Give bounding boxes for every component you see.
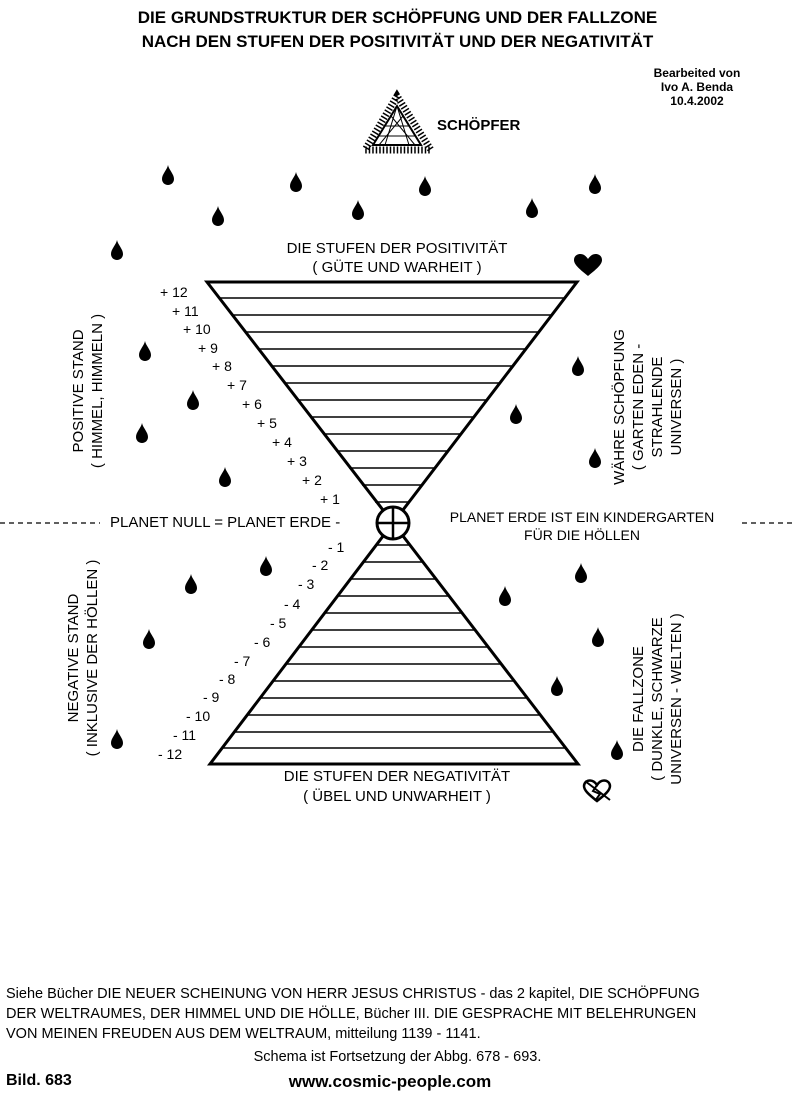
flame-drop-icon <box>575 563 587 583</box>
negativity-heading: DIE STUFEN DER NEGATIVITÄT <box>283 768 511 785</box>
level-label-minus-8: - 8 <box>219 671 236 687</box>
negative-stand-label: NEGATIVE STAND ( INKLUSIVE DER HÖLLEN ) <box>64 548 106 768</box>
level-label-plus-9: + 9 <box>198 340 218 356</box>
flame-drop-icon <box>290 172 302 192</box>
credit-author: Ivo A. Benda <box>660 80 734 94</box>
level-label-minus-9: - 9 <box>203 689 220 705</box>
flame-drop-icon <box>592 627 604 647</box>
true-creation-label: WÄHRE SCHÖPFUNG ( GARTEN EDEN - STRAHLEN… <box>610 307 690 507</box>
level-label-plus-2: + 2 <box>302 472 322 488</box>
footer-line-2: DER WELTRAUMES, DER HIMMEL UND DIE HÖLLE… <box>6 1006 697 1022</box>
true-creation-line2: ( GARTEN EDEN - <box>630 343 647 471</box>
level-label-plus-7: + 7 <box>227 377 247 393</box>
level-label-minus-10: - 10 <box>186 708 211 724</box>
radiant-triangle-icon <box>358 89 438 154</box>
schema-note: Schema ist Fortsetzung der Abbg. 678 - 6… <box>253 1049 542 1065</box>
positivity-subheading: ( GÜTE UND WARHEIT ) <box>312 259 482 276</box>
negativity-subheading: ( ÜBEL UND UNWARHEIT ) <box>303 788 491 805</box>
flame-drop-icon <box>219 467 231 487</box>
flame-drop-icon <box>212 206 224 226</box>
title-line-1: DIE GRUNDSTRUKTUR DER SCHÖPFUNG UND DER … <box>137 8 658 27</box>
flame-drop-icon <box>111 729 123 749</box>
planet-earth-cross-icon <box>375 505 411 541</box>
level-label-plus-1: + 1 <box>320 491 340 507</box>
level-label-minus-2: - 2 <box>312 557 329 573</box>
level-label-plus-6: + 6 <box>242 396 262 412</box>
level-label-minus-5: - 5 <box>270 615 287 631</box>
flame-drop-icon <box>526 198 538 218</box>
kindergarten-label: PLANET ERDE IST EIN KINDERGARTEN <box>449 509 715 525</box>
level-label-minus-11: - 11 <box>173 727 197 743</box>
positive-stand-subtitle: ( HIMMEL, HIMMELN ) <box>89 313 106 469</box>
flame-drop-icon <box>136 423 148 443</box>
flame-drop-icon <box>572 356 584 376</box>
flame-drop-icon <box>611 740 623 760</box>
kindergarten-label-line2: FÜR DIE HÖLLEN <box>524 527 640 543</box>
flame-drop-icon <box>187 390 199 410</box>
flame-drop-icon <box>260 556 272 576</box>
level-label-minus-3: - 3 <box>298 576 315 592</box>
flame-drop-icon <box>419 176 431 196</box>
flame-drop-icon <box>589 174 601 194</box>
level-label-plus-5: + 5 <box>257 415 277 431</box>
positive-stand-label: POSITIVE STAND ( HIMMEL, HIMMELN ) <box>69 291 111 491</box>
positivity-heading: DIE STUFEN DER POSITIVITÄT <box>286 240 508 257</box>
heart-icon <box>574 254 602 276</box>
positivity-triangle <box>203 280 581 526</box>
credit-date: 10.4.2002 <box>670 94 724 108</box>
credit: Bearbeited von Ivo A. Benda 10.4.2002 <box>637 66 757 108</box>
title-line-2: NACH DEN STUFEN DER POSITIVITÄT UND DER … <box>141 32 654 51</box>
flame-drop-icon <box>510 404 522 424</box>
level-label-minus-1: - 1 <box>328 539 345 555</box>
fall-zone-line2: ( DUNKLE, SCHWARZE <box>649 617 666 781</box>
flame-drop-icon <box>162 165 174 185</box>
fall-zone-title: DIE FALLZONE <box>630 646 647 752</box>
credit-editor-label: Bearbeited von <box>653 66 741 80</box>
true-creation-line4: UNIVERSEN ) <box>668 358 685 456</box>
level-label-minus-7: - 7 <box>234 653 251 669</box>
level-label-plus-4: + 4 <box>272 434 292 450</box>
flame-drop-icon <box>111 240 123 260</box>
negativity-triangle <box>206 520 582 766</box>
figure-number: Bild. 683 <box>6 1072 72 1089</box>
flame-drop-icon <box>185 574 197 594</box>
planet-null-label: PLANET NULL = PLANET ERDE - <box>110 514 341 531</box>
level-label-minus-6: - 6 <box>254 634 271 650</box>
level-label-plus-12: + 12 <box>160 284 188 300</box>
level-label-minus-12: - 12 <box>158 746 183 762</box>
level-label-plus-8: + 8 <box>212 358 232 374</box>
creator-label: SCHÖPFER <box>437 117 521 134</box>
footer-line-3: VON MEINEN FREUDEN AUS DEM WELTRAUM, mit… <box>6 1026 481 1042</box>
flame-drop-icon <box>589 448 601 468</box>
flame-drop-icon <box>352 200 364 220</box>
fall-zone-label: DIE FALLZONE ( DUNKLE, SCHWARZE UNIVERSE… <box>629 589 691 809</box>
true-creation-line3: STRAHLENDE <box>649 356 666 458</box>
level-label-plus-11: + 11 <box>172 303 199 319</box>
fall-zone-line3: UNIVERSEN - WELTEN ) <box>668 613 685 785</box>
flame-drop-icon <box>143 629 155 649</box>
flame-drop-icon <box>551 676 563 696</box>
level-label-plus-10: + 10 <box>183 321 211 337</box>
negative-stand-title: NEGATIVE STAND <box>65 593 82 723</box>
positive-stand-title: POSITIVE STAND <box>70 329 87 453</box>
level-label-plus-3: + 3 <box>287 453 307 469</box>
flame-drop-icon <box>499 586 511 606</box>
negative-stand-subtitle: ( INKLUSIVE DER HÖLLEN ) <box>84 559 101 757</box>
footer-line-1: Siehe Bücher DIE NEUER SCHEINUNG VON HER… <box>6 986 700 1002</box>
level-label-minus-4: - 4 <box>284 596 301 612</box>
footer-reference: Siehe Bücher DIE NEUER SCHEINUNG VON HER… <box>6 984 791 1044</box>
flame-drop-icon <box>139 341 151 361</box>
website-link[interactable]: www.cosmic-people.com <box>288 1072 492 1091</box>
true-creation-title: WÄHRE SCHÖPFUNG <box>611 329 628 485</box>
broken-heart-icon <box>582 779 612 803</box>
